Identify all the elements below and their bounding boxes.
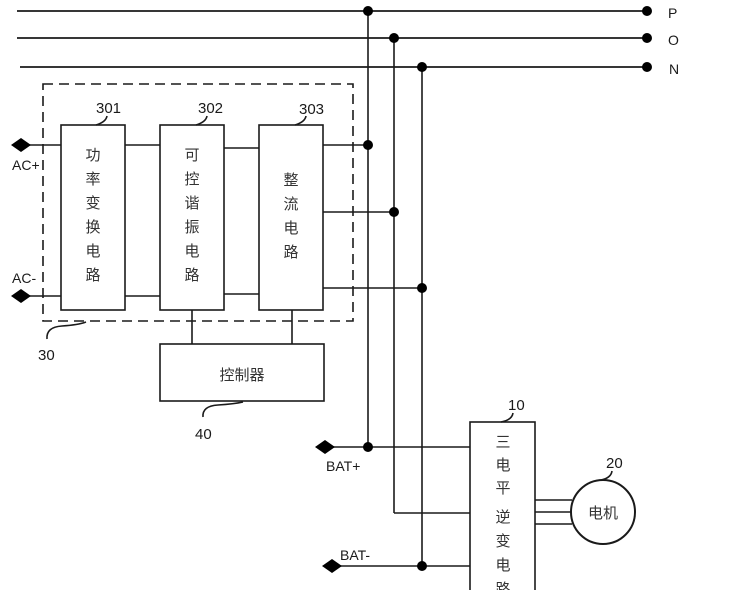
ac-plus-label: AC+	[12, 157, 40, 173]
block-301-power-conversion	[60, 124, 126, 311]
inverter-char: 平	[495, 479, 510, 497]
block-302-char: 路	[184, 266, 199, 284]
block-301-ref-label: 301	[96, 100, 121, 117]
bus-o-terminal-dot	[642, 33, 652, 43]
inverter-char: 逆	[495, 508, 510, 526]
inverter-char: 路	[495, 580, 510, 590]
block-303-ref-label: 303	[299, 101, 324, 118]
bat-minus-junction-dot	[417, 561, 427, 571]
bat-plus-terminal-icon	[315, 440, 335, 454]
block-301-char: 换	[85, 218, 100, 236]
block-302-leader	[195, 115, 208, 126]
ac-minus-label: AC-	[12, 270, 36, 286]
block-301-char: 率	[85, 170, 100, 188]
block-301-char: 路	[85, 266, 100, 284]
bus-p-terminal-dot	[642, 6, 652, 16]
bus-o-label: O	[668, 32, 679, 48]
block-303-leader	[294, 115, 307, 126]
inverter-char: 电	[495, 556, 510, 574]
inverter-leader	[500, 412, 514, 423]
inverter-char: 三	[495, 433, 510, 451]
module-30-ref-label: 30	[38, 347, 55, 364]
block-302-resonant	[159, 124, 225, 311]
ac-plus-terminal-icon	[11, 138, 31, 152]
controller-ref-label: 40	[195, 426, 212, 443]
block-302-char: 振	[184, 218, 199, 236]
block-303-char: 整	[283, 171, 298, 189]
block-301-char: 电	[85, 242, 100, 260]
bus-p-label: P	[668, 5, 677, 21]
controller-block	[159, 343, 325, 402]
motor-ref-label: 20	[606, 455, 623, 472]
o-junction-dot	[389, 33, 399, 43]
bat-plus-label: BAT+	[326, 458, 360, 474]
block-301-char: 变	[85, 194, 100, 212]
block-302-char: 谐	[184, 194, 199, 212]
rect-o-junction-dot	[389, 207, 399, 217]
module-30-leader	[46, 321, 87, 340]
block-302-char: 可	[184, 146, 199, 164]
motor-leader	[600, 470, 613, 481]
bat-plus-junction-dot	[363, 442, 373, 452]
block-301-leader	[95, 115, 108, 126]
controller-leader	[202, 401, 244, 418]
block-302-char: 电	[184, 242, 199, 260]
motor-label: 电机	[588, 504, 618, 522]
bus-n-terminal-dot	[642, 62, 652, 72]
block-301-char: 功	[85, 146, 100, 164]
ac-minus-terminal-icon	[11, 289, 31, 303]
inverter-char: 变	[495, 532, 510, 550]
controller-label: 控制器	[219, 366, 264, 384]
block-302-ref-label: 302	[198, 100, 223, 117]
bus-n-label: N	[669, 61, 679, 77]
inverter-ref-label: 10	[508, 397, 525, 414]
rect-n-junction-dot	[417, 283, 427, 293]
rect-p-junction-dot	[363, 140, 373, 150]
p-junction-dot	[363, 6, 373, 16]
block-303-char: 路	[283, 243, 298, 261]
block-302-char: 控	[184, 170, 199, 188]
n-junction-dot	[417, 62, 427, 72]
inverter-char: 电	[495, 456, 510, 474]
block-303-char: 流	[283, 195, 298, 213]
block-303-char: 电	[283, 219, 298, 237]
bat-minus-terminal-icon	[322, 559, 342, 573]
block-303-rectifier	[258, 124, 324, 311]
bat-minus-label: BAT-	[340, 547, 370, 563]
